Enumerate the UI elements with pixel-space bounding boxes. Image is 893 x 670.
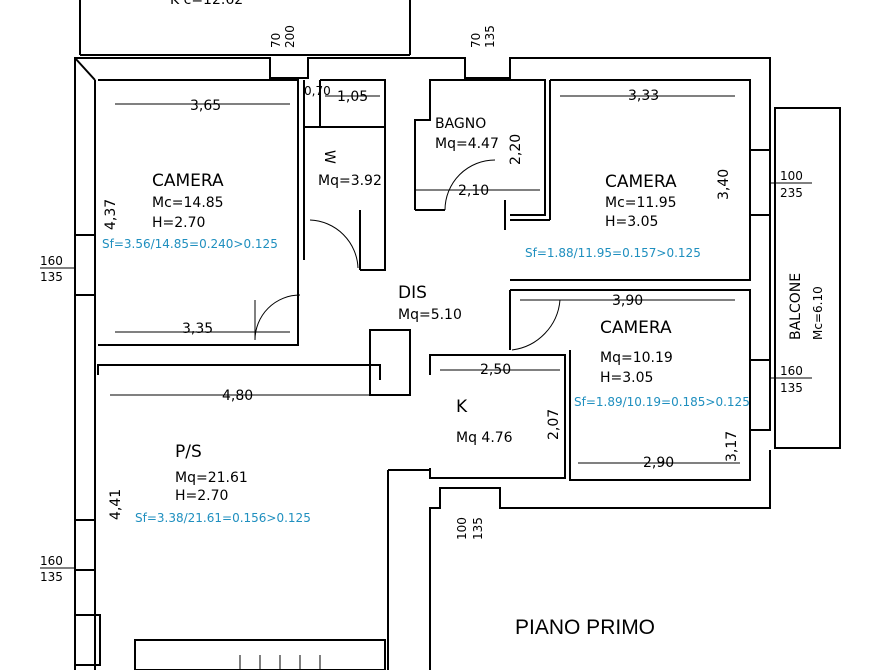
ps-dim-side: 4,41 <box>108 489 124 520</box>
window-bottom-a: 100 <box>455 517 469 540</box>
window-labels: 70 200 70 135 160 135 160 135 100 235 16… <box>40 25 812 584</box>
window-right2-a: 160 <box>780 364 803 378</box>
camera2-dim-top: 3,33 <box>628 88 659 104</box>
camera3-height: H=3.05 <box>600 370 653 386</box>
window-top2-b: 135 <box>483 25 497 48</box>
ps-dim-top: 4,80 <box>222 388 253 404</box>
camera3-name: CAMERA <box>600 318 672 338</box>
k-dim-side: 2,07 <box>546 409 562 440</box>
window-bottom-b: 135 <box>471 517 485 540</box>
wc-dim-top: 1,05 <box>337 89 368 105</box>
camera2-sf: Sf=1.88/11.95=0.157>0.125 <box>525 246 701 260</box>
wc-area: Mq=3.92 <box>318 173 382 189</box>
camera2-dim-side: 3,40 <box>716 169 732 200</box>
window-left2-a: 160 <box>40 554 63 568</box>
ps-height: H=2.70 <box>175 488 228 504</box>
camera3-sf: Sf=1.89/10.19=0.185>0.125 <box>574 395 750 409</box>
bagno-name: BAGNO <box>435 116 486 132</box>
window-left-3 <box>74 614 101 666</box>
door-wc <box>309 219 359 269</box>
room-wc: 1,05 W Mq=3.92 <box>304 79 386 271</box>
window-top2-a: 70 <box>469 33 483 48</box>
bagno-dim-bottom: 2,10 <box>458 183 489 199</box>
ps-name: P/S <box>175 442 202 462</box>
plan-title: PIANO PRIMO <box>515 616 655 639</box>
camera2-name: CAMERA <box>605 172 677 192</box>
door-camera3 <box>511 299 561 351</box>
door-camera1 <box>254 294 301 341</box>
top-room-area: K c=12.62 <box>170 0 243 8</box>
window-left1-a: 160 <box>40 254 63 268</box>
room-camera-3: 3,90 CAMERA Mq=10.19 H=3.05 Sf=1.89/10.1… <box>509 289 751 481</box>
dis-column <box>369 329 411 396</box>
camera2-height: H=3.05 <box>605 214 658 230</box>
room-k: 2,50 K Mq 4.76 2,07 <box>429 354 566 479</box>
window-right2-b: 135 <box>780 381 803 395</box>
room-balcone: BALCONE Mc=6.10 <box>774 107 841 449</box>
window-left-1 <box>74 234 96 296</box>
room-camera-1: 3,65 0,70 4,37 CAMERA Mc=14.85 H=2.70 Sf… <box>98 79 331 346</box>
room-dis: DIS Mq=5.10 <box>369 283 561 396</box>
window-left1-b: 135 <box>40 270 63 284</box>
camera3-area: Mq=10.19 <box>600 350 673 366</box>
k-dim-top: 2,50 <box>480 362 511 378</box>
ps-sf: Sf=3.38/21.61=0.156>0.125 <box>135 511 311 525</box>
dis-name: DIS <box>398 283 427 303</box>
camera1-name: CAMERA <box>152 171 224 191</box>
window-right1-a: 100 <box>780 169 803 183</box>
camera3-dim-side: 3,17 <box>724 431 740 462</box>
room-camera-2: 3,33 3,40 CAMERA Mc=11.95 H=3.05 Sf=1.88… <box>510 79 751 281</box>
window-top1-b: 200 <box>283 25 297 48</box>
window-right-2 <box>749 359 771 431</box>
camera1-dim-side: 4,37 <box>103 199 119 230</box>
camera3-dim-top: 3,90 <box>612 293 643 309</box>
room-ps: 4,80 4,41 P/S Mq=21.61 H=2.70 Sf=3.38/21… <box>97 364 430 670</box>
door-bagno <box>444 159 496 211</box>
window-left2-b: 135 <box>40 570 63 584</box>
camera3-dim-bottom: 2,90 <box>643 455 674 471</box>
k-area: Mq 4.76 <box>456 430 513 446</box>
wc-name: W <box>321 150 337 164</box>
top-partial-room: K c=12.62 <box>79 0 411 56</box>
camera2-area: Mc=11.95 <box>605 195 677 211</box>
window-right1-b: 235 <box>780 186 803 200</box>
dis-area: Mq=5.10 <box>398 307 462 323</box>
camera1-area: Mc=14.85 <box>152 195 224 211</box>
ps-area: Mq=21.61 <box>175 470 248 486</box>
balcone-name: BALCONE <box>788 273 804 340</box>
window-right-1 <box>749 149 771 216</box>
window-top1-a: 70 <box>269 33 283 48</box>
room-bagno: BAGNO Mq=4.47 2,20 2,10 <box>414 79 546 230</box>
camera1-sf: Sf=3.56/14.85=0.240>0.125 <box>102 237 278 251</box>
bagno-dim-side: 2,20 <box>508 134 524 165</box>
window-left-2 <box>74 519 96 571</box>
balcone-area: Mc=6.10 <box>811 286 825 340</box>
stair-block <box>134 639 386 670</box>
bagno-area: Mq=4.47 <box>435 136 499 152</box>
camera1-dim-bottom: 3,35 <box>182 321 213 337</box>
k-name: K <box>456 397 468 417</box>
camera1-height: H=2.70 <box>152 215 205 231</box>
camera1-dim-small: 0,70 <box>304 84 331 98</box>
camera1-dim-top: 3,65 <box>190 98 221 114</box>
